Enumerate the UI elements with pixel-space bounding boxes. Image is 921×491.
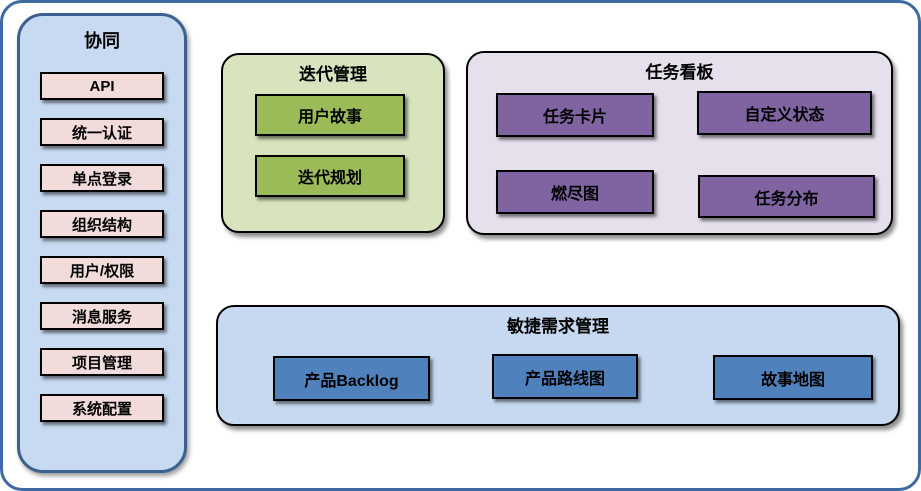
requirements-panel-title: 敏捷需求管理 xyxy=(507,317,609,336)
agile-requirements-panel: 敏捷需求管理 产品Backlog 产品路线图 故事地图 xyxy=(216,305,900,426)
taskboard-item-custom-status: 自定义状态 xyxy=(697,91,872,135)
requirements-item-story-map: 故事地图 xyxy=(713,355,873,400)
sidebar-item-unified-auth: 统一认证 xyxy=(40,118,164,146)
sidebar-item-api: API xyxy=(40,72,164,100)
sidebar-item-user-permission: 用户/权限 xyxy=(40,256,164,284)
sidebar-item-list: API 统一认证 单点登录 组织结构 用户/权限 消息服务 项目管理 系统配置 xyxy=(20,72,184,422)
iteration-management-panel: 迭代管理 用户故事 迭代规划 xyxy=(221,53,445,233)
requirements-item-product-backlog: 产品Backlog xyxy=(273,356,430,401)
requirements-item-product-roadmap: 产品路线图 xyxy=(492,354,638,399)
sidebar-item-sso: 单点登录 xyxy=(40,164,164,192)
sidebar-title: 协同 xyxy=(84,31,120,51)
sidebar-item-org-structure: 组织结构 xyxy=(40,210,164,238)
iteration-item-user-story: 用户故事 xyxy=(255,94,405,136)
task-board-panel: 任务看板 任务卡片 自定义状态 燃尽图 任务分布 xyxy=(466,51,893,235)
sidebar-item-system-config: 系统配置 xyxy=(40,394,164,422)
sidebar-item-message-service: 消息服务 xyxy=(40,302,164,330)
sidebar-item-project-mgmt: 项目管理 xyxy=(40,348,164,376)
taskboard-item-task-distribution: 任务分布 xyxy=(698,175,875,218)
iteration-item-sprint-planning: 迭代规划 xyxy=(255,155,405,197)
taskboard-item-burndown-chart: 燃尽图 xyxy=(496,170,654,214)
taskboard-item-task-card: 任务卡片 xyxy=(496,93,654,137)
iteration-panel-title: 迭代管理 xyxy=(299,65,367,84)
sidebar-collaboration-panel: 协同 API 统一认证 单点登录 组织结构 用户/权限 消息服务 项目管理 系统… xyxy=(17,13,187,473)
taskboard-panel-title: 任务看板 xyxy=(645,63,714,82)
